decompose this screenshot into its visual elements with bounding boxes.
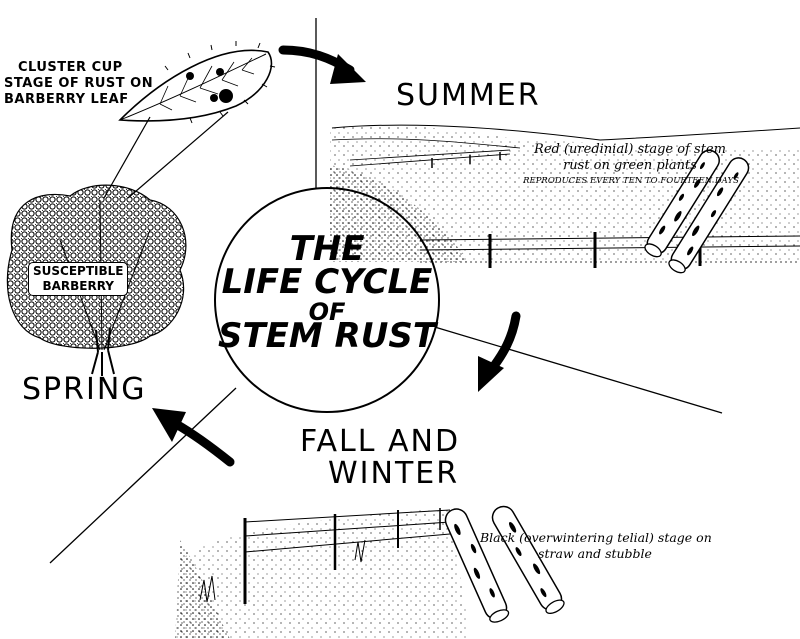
arrow-summer-to-fall xyxy=(478,311,521,392)
title-line-2: LIFE CYCLE xyxy=(221,262,433,302)
season-fall-line-2: WINTER xyxy=(328,456,460,491)
divider-right xyxy=(427,324,723,414)
season-spring: SPRING xyxy=(22,372,147,407)
barberry-label-line-1: SUSCEPTIBLE xyxy=(33,264,124,278)
season-summer: SUMMER xyxy=(396,78,541,113)
summer-stage-line-2: rust on green plants xyxy=(563,158,697,173)
title-line-3: OF xyxy=(308,298,346,326)
leaf-connector xyxy=(103,116,151,199)
cluster-cup-label-line-3: BARBERRY LEAF xyxy=(4,92,129,107)
summer-field-illustration xyxy=(330,124,800,274)
season-fall-line-1: FALL AND xyxy=(300,424,461,459)
winter-field-illustration xyxy=(175,505,565,639)
winter-stage-line-2: straw and stubble xyxy=(538,546,652,561)
summer-stage-note: REPRODUCES EVERY TEN TO FOURTEEN DAYS xyxy=(523,176,739,186)
cluster-cup-label-line-1: CLUSTER CUP xyxy=(18,60,123,75)
barberry-label: SUSCEPTIBLE BARBERRY xyxy=(28,262,129,296)
cluster-cup-label-line-2: STAGE OF RUST ON xyxy=(4,76,154,91)
arrow-spring-to-summer xyxy=(278,45,366,84)
barberry-label-line-2: BARBERRY xyxy=(42,279,114,293)
summer-stage-line-1: Red (uredinial) stage of stem xyxy=(534,142,726,157)
title-line-4: STEM RUST xyxy=(217,316,437,356)
leaf-connector xyxy=(127,111,229,199)
arrow-fall-to-spring xyxy=(152,408,235,467)
divider-left xyxy=(49,387,237,564)
winter-stage-line-1: Black (overwintering telial) stage on xyxy=(480,530,712,545)
title-line-1: THE xyxy=(289,229,365,269)
barberry-leaf-illustration xyxy=(118,41,276,124)
